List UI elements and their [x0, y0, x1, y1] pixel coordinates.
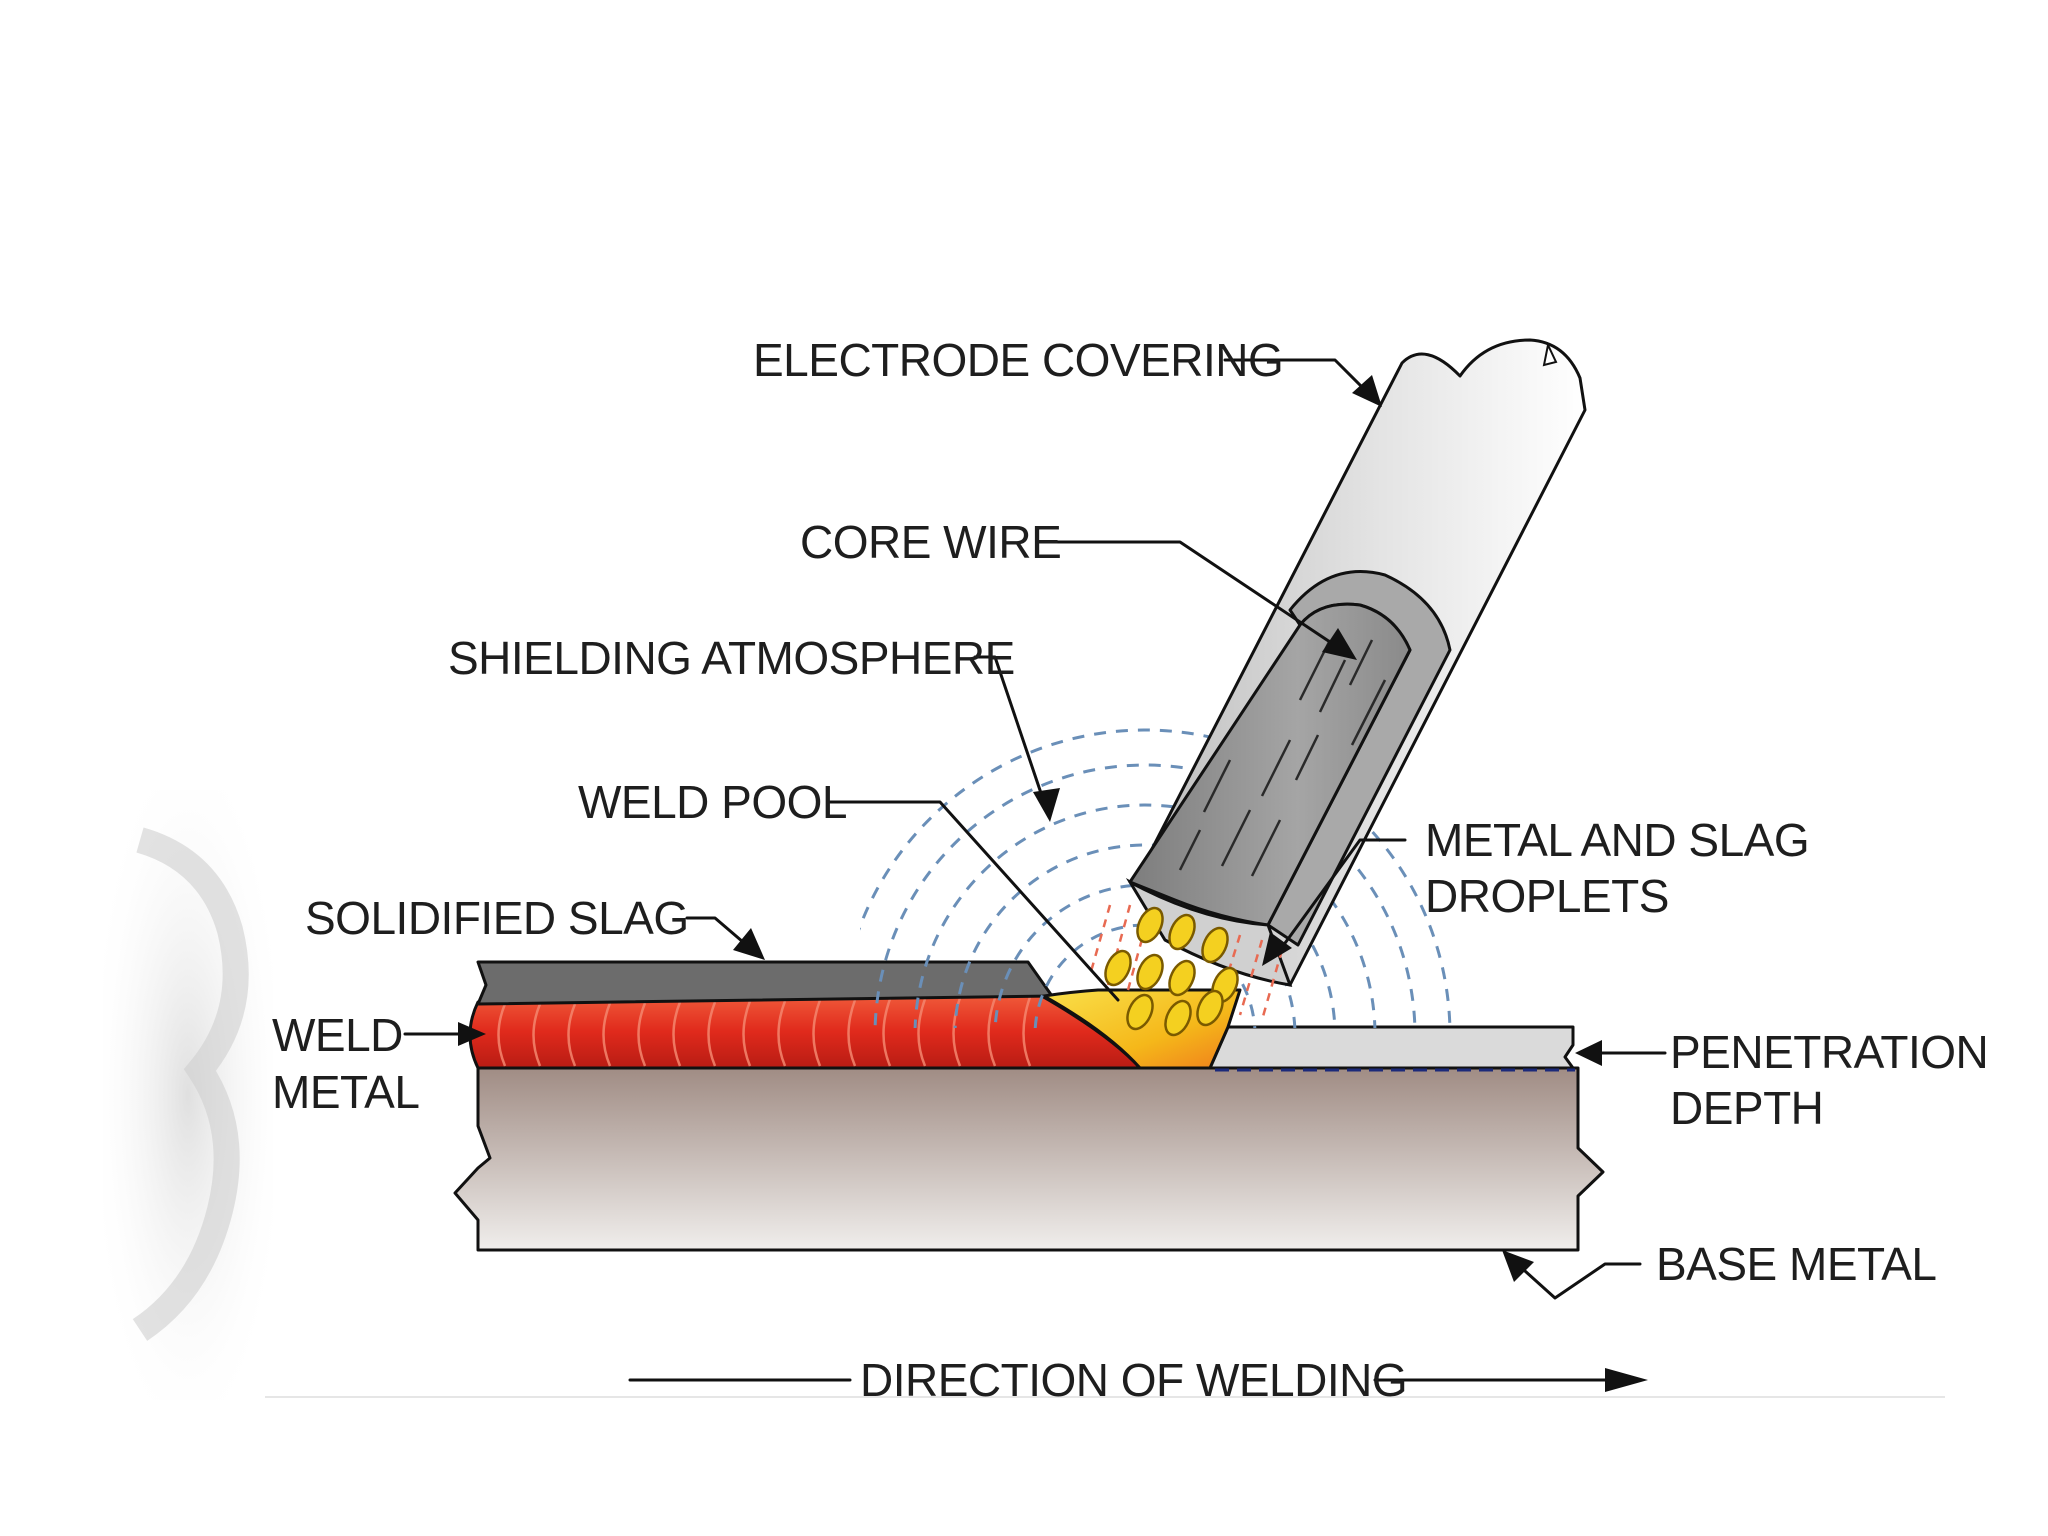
- arrow-solidified-slag: [733, 928, 765, 960]
- arrowheads: [458, 375, 1648, 1392]
- electrode: [1125, 338, 1587, 987]
- weld-ripples: [497, 996, 1032, 1067]
- label-penetration-line1: PENETRATION: [1670, 1026, 1988, 1078]
- solidified-slag: [476, 960, 1054, 1006]
- arrow-core-wire: [1322, 628, 1357, 660]
- label-direction-of-welding: DIRECTION OF WELDING: [860, 1354, 1407, 1406]
- arrow-electrode-covering: [1352, 375, 1382, 407]
- metal-slag-droplets: [1104, 906, 1239, 1037]
- label-metal-slag-line2: DROPLETS: [1425, 870, 1669, 922]
- label-electrode-covering: ELECTRODE COVERING: [753, 334, 1283, 386]
- core-wire: [1128, 602, 1412, 927]
- arrow-penetration: [1575, 1040, 1602, 1066]
- background-photo-fade: [103, 790, 1945, 1400]
- arrow-droplets: [1262, 932, 1292, 966]
- arrow-direction: [1605, 1368, 1648, 1392]
- arrow-weld-metal: [458, 1022, 486, 1046]
- label-solidified-slag: SOLIDIFIED SLAG: [305, 892, 689, 944]
- label-weld-pool: WELD POOL: [578, 776, 847, 828]
- labels: ELECTRODE COVERING CORE WIRE SHIELDING A…: [272, 334, 1989, 1406]
- leader-lines: [403, 358, 1667, 1382]
- label-penetration-line2: DEPTH: [1670, 1082, 1823, 1134]
- label-weld-metal-line1: WELD: [272, 1009, 403, 1061]
- label-base-metal: BASE METAL: [1656, 1238, 1936, 1290]
- label-core-wire: CORE WIRE: [800, 516, 1061, 568]
- label-weld-metal-line2: METAL: [272, 1066, 419, 1118]
- label-shielding-atmosphere: SHIELDING ATMOSPHERE: [448, 632, 1015, 684]
- arrow-base-metal: [1502, 1250, 1534, 1282]
- base-plate-ahead: [1208, 1025, 1575, 1070]
- arrow-shielding: [1033, 788, 1060, 822]
- label-metal-slag-line1: METAL AND SLAG: [1425, 814, 1809, 866]
- base-metal: [453, 1066, 1605, 1252]
